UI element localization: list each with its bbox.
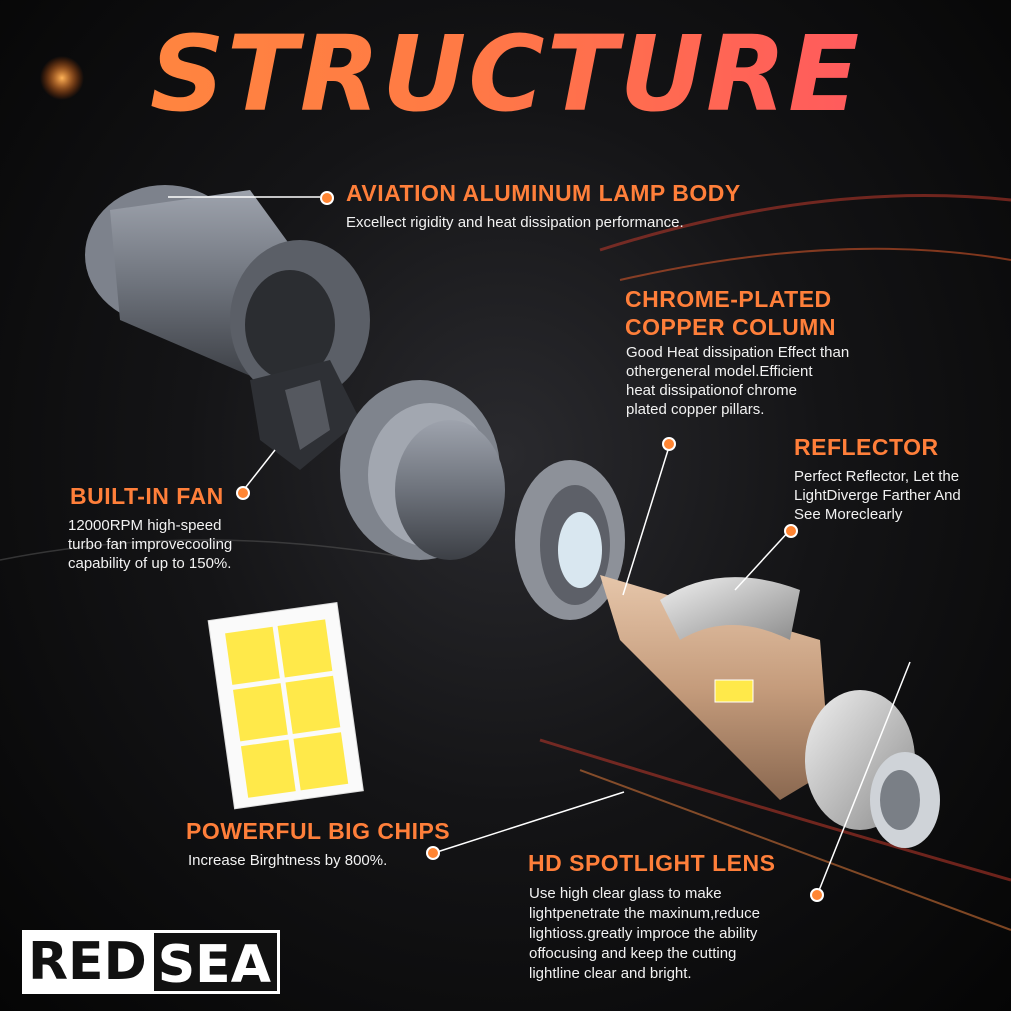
- spotlight-lens: [805, 690, 940, 848]
- built-in-fan: [250, 360, 360, 470]
- chrome-desc-line-4: plated copper pillars.: [626, 401, 765, 418]
- lens-marker-dot: [810, 888, 824, 902]
- aviation-marker-dot: [320, 191, 334, 205]
- background-streaks: [0, 194, 1011, 931]
- leader-lines: [168, 196, 911, 894]
- fan-desc-line-1: 12000RPM high-speed: [68, 517, 222, 534]
- brand-logo: RED SEA: [22, 930, 280, 995]
- reflector-heading: REFLECTOR: [794, 434, 939, 460]
- aviation-description: Excellect rigidity and heat dissipation …: [346, 214, 684, 231]
- chrome-heading-line-1: CHROME-PLATED: [625, 286, 832, 312]
- lens-heading: HD SPOTLIGHT LENS: [528, 850, 776, 876]
- reflector-desc-line-3: See Moreclearly: [794, 506, 903, 523]
- mount-collar: [515, 460, 625, 620]
- lens-desc-line-4: offocusing and keep the cutting: [529, 945, 737, 962]
- aviation-heading: AVIATION ALUMINUM LAMP BODY: [346, 180, 741, 206]
- chrome-heading-line-2: COPPER COLUMN: [625, 314, 836, 340]
- chrome-desc-line-1: Good Heat dissipation Effect than: [626, 344, 850, 361]
- reflector: [660, 577, 800, 640]
- brand-logo-part-1: RED: [22, 930, 151, 994]
- chips-marker-dot: [426, 846, 440, 860]
- aluminum-lamp-body: [85, 185, 370, 400]
- chrome-marker-dot: [662, 437, 676, 451]
- lens-desc-line-1: Use high clear glass to make: [529, 885, 722, 902]
- chrome-desc-line-2: othergeneral model.Efficient: [626, 363, 813, 380]
- chrome-desc-line-3: heat dissipationof chrome: [626, 382, 797, 399]
- fan-heading: BUILT-IN FAN: [70, 483, 224, 509]
- fan-desc-line-2: turbo fan improvecooling: [68, 536, 233, 553]
- page-title: STRUCTURE: [0, 22, 1011, 126]
- brand-logo-part-2: SEA: [150, 930, 280, 995]
- reflector-marker-dot: [784, 524, 798, 538]
- lens-desc-line-2: lightpenetrate the maxinum,reduce: [529, 905, 760, 922]
- lens-desc-line-3: lightioss.greatly improce the ability: [529, 925, 758, 942]
- fan-desc-line-3: capability of up to 150%.: [68, 555, 232, 572]
- reflector-desc-line-2: LightDiverge Farther And: [794, 487, 961, 504]
- lens-desc-line-5: lightline clear and bright.: [529, 965, 692, 982]
- heat-sink: [340, 380, 505, 560]
- chips-description: Increase Birghtness by 800%.: [188, 852, 388, 869]
- led-chip-board: [207, 601, 364, 810]
- chips-heading: POWERFUL BIG CHIPS: [186, 818, 451, 844]
- fan-marker-dot: [236, 486, 250, 500]
- reflector-desc-line-1: Perfect Reflector, Let the: [794, 468, 960, 485]
- spark-glow: [40, 56, 84, 100]
